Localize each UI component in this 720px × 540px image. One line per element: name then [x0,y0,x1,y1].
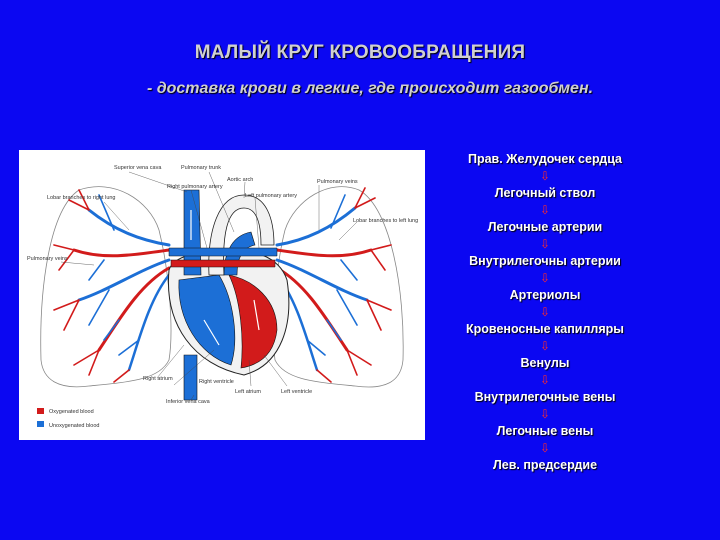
flow-step-8: Внутрилегочные вены [474,390,616,404]
label-pulmonary-veins-right: Pulmonary veins [27,256,68,262]
flow-arrow-6: ⇩ [539,339,551,353]
flow-step-10: Лев. предсердие [492,458,598,472]
flow-arrow-3: ⇩ [539,237,551,251]
flow-arrow-1: ⇩ [539,169,551,183]
label-right-atrium: Right atrium [143,376,173,382]
label-left-atrium: Left atrium [235,389,261,395]
heart [167,189,290,401]
label-right-pulmonary-artery: Right pulmonary artery [167,184,223,190]
flow-step-7: Венулы [520,356,570,370]
flow-step-9: Легочные вены [496,424,594,438]
label-leader-lines [60,171,358,401]
right-lung-vessels [53,189,171,383]
flow-arrow-4: ⇩ [539,271,551,285]
flow-step-1: Прав. Желудочек сердца [467,152,623,166]
label-lobar-left: Lobar branches to left lung [353,218,418,224]
heart-lungs-illustration: Superior vena cava Pulmonary trunk Aorti… [27,165,418,429]
flow-arrow-8: ⇩ [539,407,551,421]
flow-step-3: Легочные артерии [487,220,603,234]
label-superior-vena-cava: Superior vena cava [114,165,162,171]
label-right-ventricle: Right ventricle [199,379,234,385]
legend-swatch-oxygenated [37,408,44,414]
inferior-vena-cava-shape [183,354,198,401]
flow-arrow-2: ⇩ [539,203,551,217]
flow-arrow-9: ⇩ [539,441,551,455]
flow-arrow-7: ⇩ [539,373,551,387]
label-lobar-right: Lobar branches to right lung [47,195,116,201]
label-left-ventricle: Left ventricle [281,389,312,395]
label-left-pulmonary-artery: Left pulmonary artery [245,193,297,199]
label-inferior-vena-cava: Inferior vena cava [166,399,211,405]
pulmonary-arteries-shape [168,247,278,257]
legend-swatch-unoxygenated [37,421,44,427]
flow-step-6: Кровеносные капилляры [466,322,624,336]
slide-title: МАЛЫЙ КРУГ КРОВООБРАЩЕНИЯ [194,42,526,63]
blood-flow-arrows [190,210,260,346]
right-ventricle-shape [178,274,236,366]
slide-subtitle: - доставка крови в легкие, где происходи… [146,80,594,97]
pulmonary-circulation-diagram: Superior vena cava Pulmonary trunk Aorti… [19,150,425,440]
label-pulmonary-trunk: Pulmonary trunk [181,165,221,171]
legend: Oxygenated blood Unoxygenated blood [37,408,99,429]
right-lung-outline [40,186,172,388]
legend-label-unoxygenated: Unoxygenated blood [49,423,99,429]
flow-step-4: Внутрилегочны артерии [469,254,621,268]
left-ventricle-shape [228,274,278,369]
flow-arrow-5: ⇩ [539,305,551,319]
pulmonary-veins-shape [170,259,276,268]
left-lung-outline [273,186,404,388]
legend-label-oxygenated: Oxygenated blood [49,409,94,415]
flow-step-2: Легочный ствол [494,186,596,200]
label-aortic-arch: Aortic arch [227,177,253,183]
label-pulmonary-veins-left: Pulmonary veins [317,179,358,185]
flow-step-5: Артериолы [509,288,581,302]
circulation-flow-list: Прав. Желудочек сердца ⇩ Легочный ствол … [430,148,660,488]
